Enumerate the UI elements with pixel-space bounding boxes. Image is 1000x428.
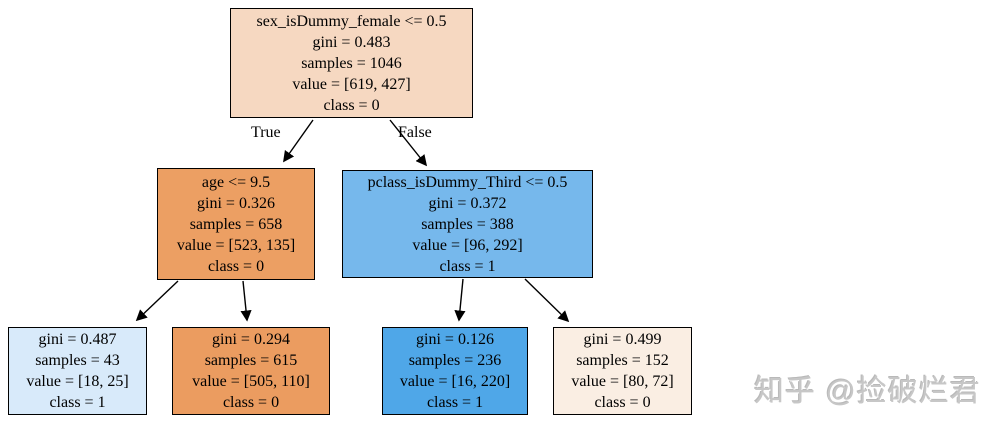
node-gini: gini = 0.294: [212, 331, 290, 348]
node-class: class = 0: [207, 257, 265, 275]
node-split-condition: pclass_isDummy_Third <= 0.5: [367, 173, 568, 191]
node-gini: gini = 0.499: [583, 331, 662, 348]
tree-node-age: age <= 9.5 gini = 0.326 samples = 658 va…: [157, 168, 315, 280]
node-value: value = [80, 72]: [571, 373, 674, 390]
edge-root-to-left-child: [283, 119, 314, 163]
node-samples: samples = 615: [204, 352, 298, 369]
node-gini: gini = 0.126: [416, 331, 494, 348]
edge-left-child-to-leaf1: [135, 280, 179, 322]
edge-right-child-to-leaf3: [454, 278, 466, 322]
node-class: class = 0: [323, 96, 380, 114]
node-samples: samples = 658: [189, 215, 283, 233]
tree-node-root: sex_isDummy_female <= 0.5 gini = 0.483 s…: [230, 8, 473, 118]
node-split-condition: sex_isDummy_female <= 0.5: [256, 12, 447, 30]
node-gini: gini = 0.483: [312, 33, 391, 51]
edge-right-child-to-leaf4: [524, 278, 570, 323]
node-value: value = [18, 25]: [26, 373, 129, 390]
node-class: class = 0: [222, 394, 280, 411]
node-value: value = [16, 220]: [399, 373, 511, 390]
node-class: class = 0: [594, 394, 651, 411]
node-value: value = [619, 427]: [292, 75, 411, 93]
node-value: value = [96, 292]: [412, 236, 523, 254]
node-split-condition: age <= 9.5: [201, 173, 271, 191]
edge-label-true: True: [251, 124, 281, 141]
node-value: value = [505, 110]: [192, 373, 310, 390]
node-value: value = [523, 135]: [176, 236, 296, 254]
node-samples: samples = 388: [421, 215, 514, 233]
node-samples: samples = 1046: [301, 54, 402, 72]
edge-label-false: False: [398, 124, 432, 141]
node-class: class = 1: [426, 394, 484, 411]
zhihu-watermark: 知乎 @捡破烂君: [754, 375, 981, 408]
tree-node-pclass: pclass_isDummy_Third <= 0.5 gini = 0.372…: [342, 170, 593, 278]
node-class: class = 1: [439, 257, 496, 275]
node-gini: gini = 0.326: [197, 194, 275, 212]
tree-leaf-node-1: gini = 0.487 samples = 43 value = [18, 2…: [8, 327, 147, 415]
node-class: class = 1: [49, 394, 106, 411]
node-samples: samples = 43: [35, 352, 120, 369]
tree-leaf-node-4: gini = 0.499 samples = 152 value = [80, …: [553, 327, 692, 415]
node-samples: samples = 152: [576, 352, 669, 369]
node-gini: gini = 0.487: [38, 331, 117, 348]
node-gini: gini = 0.372: [428, 194, 507, 212]
node-samples: samples = 236: [408, 352, 502, 369]
tree-leaf-node-3: gini = 0.126 samples = 236 value = [16, …: [382, 327, 528, 415]
tree-leaf-node-2: gini = 0.294 samples = 615 value = [505,…: [172, 327, 330, 415]
edge-left-child-to-leaf2: [240, 280, 252, 322]
